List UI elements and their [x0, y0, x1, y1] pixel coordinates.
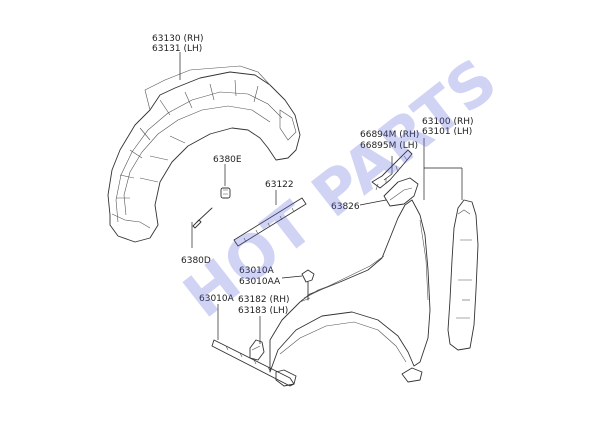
label-6380e: 6380E	[213, 155, 242, 165]
label-63101: 63101 (LH)	[422, 127, 472, 137]
label-66894m: 66894M (RH)	[360, 130, 419, 140]
bracket-63182-part[interactable]	[249, 339, 265, 361]
lower-bracket-left-part[interactable]	[275, 369, 297, 387]
label-63182: 63182 (RH)	[238, 295, 290, 305]
lower-bracket-right-part[interactable]	[401, 367, 423, 383]
seal-strip-63122-part[interactable]	[233, 197, 307, 247]
side-strip-63100-part[interactable]	[447, 199, 479, 351]
label-63010a-lower: 63010A	[199, 294, 235, 304]
label-63183: 63183 (LH)	[238, 306, 288, 316]
leader-lines	[179, 52, 463, 344]
label-63100: 63100 (RH)	[422, 117, 474, 127]
label-63826: 63826	[331, 202, 360, 212]
label-63130: 63130 (RH)	[152, 34, 204, 44]
label-63010aa: 63010AA	[239, 277, 281, 287]
clip-63010aa-part[interactable]	[301, 269, 315, 301]
clip-6380e-part[interactable]	[220, 187, 231, 199]
label-63122: 63122	[265, 180, 294, 190]
label-63010a-upper: 63010A	[239, 266, 275, 276]
label-6380d: 6380D	[181, 256, 211, 266]
label-63131: 63131 (LH)	[152, 44, 202, 54]
lower-trim-part[interactable]	[211, 339, 295, 387]
screw-6380d-part[interactable]	[192, 207, 213, 229]
garnish-63826-part[interactable]	[383, 177, 419, 207]
label-66895m: 66895M (LH)	[360, 141, 418, 151]
bracket-66894m-part[interactable]	[371, 149, 413, 191]
wheel-liner-part[interactable]	[107, 65, 301, 243]
